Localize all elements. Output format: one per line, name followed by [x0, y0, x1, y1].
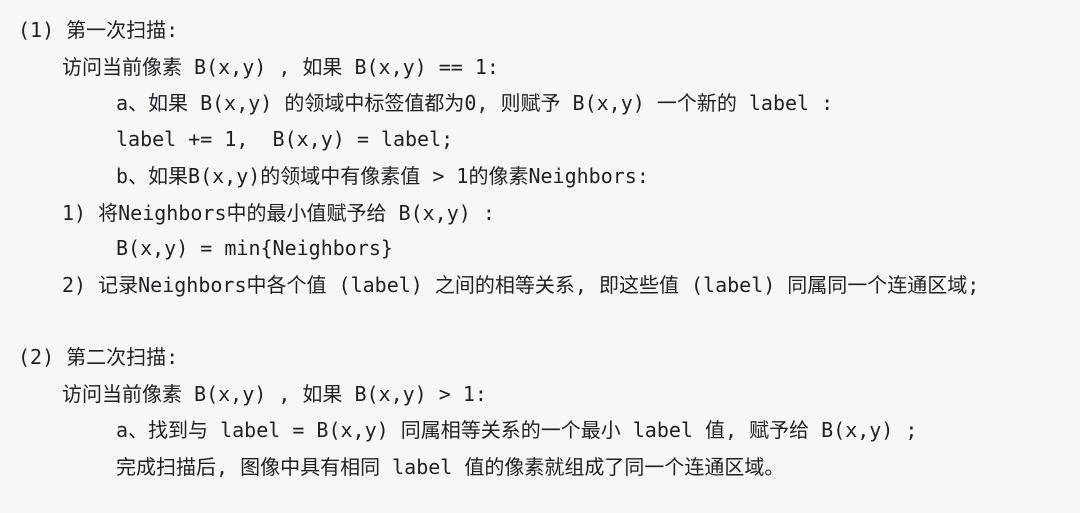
- section-1-case-b: b、如果B(x,y)的领域中有像素值 > 1的像素Neighbors:: [116, 164, 649, 188]
- section-1-case-a: a、如果 B(x,y) 的领域中标签值都为0, 则赋予 B(x,y) 一个新的 …: [116, 91, 834, 115]
- section-1-step-visit: 访问当前像素 B(x,y) , 如果 B(x,y) == 1:: [62, 55, 499, 79]
- section-2-step-visit: 访问当前像素 B(x,y) , 如果 B(x,y) > 1:: [62, 382, 487, 406]
- section-1-heading: (1) 第一次扫描:: [18, 18, 179, 42]
- section-1-case-a-code: label += 1, B(x,y) = label;: [116, 127, 454, 151]
- section-1-substep-1-code: B(x,y) = min{Neighbors}: [116, 236, 393, 260]
- section-2-conclusion: 完成扫描后, 图像中具有相同 label 值的像素就组成了同一个连通区域。: [116, 455, 785, 479]
- section-1-substep-1: 1) 将Neighbors中的最小值赋予给 B(x,y) :: [62, 201, 495, 225]
- section-2-heading: (2) 第二次扫描:: [18, 345, 179, 369]
- section-1-substep-2: 2) 记录Neighbors中各个值 (label) 之间的相等关系, 即这些值…: [62, 273, 980, 297]
- section-2-case-a: a、找到与 label = B(x,y) 同属相等关系的一个最小 label 值…: [116, 418, 918, 442]
